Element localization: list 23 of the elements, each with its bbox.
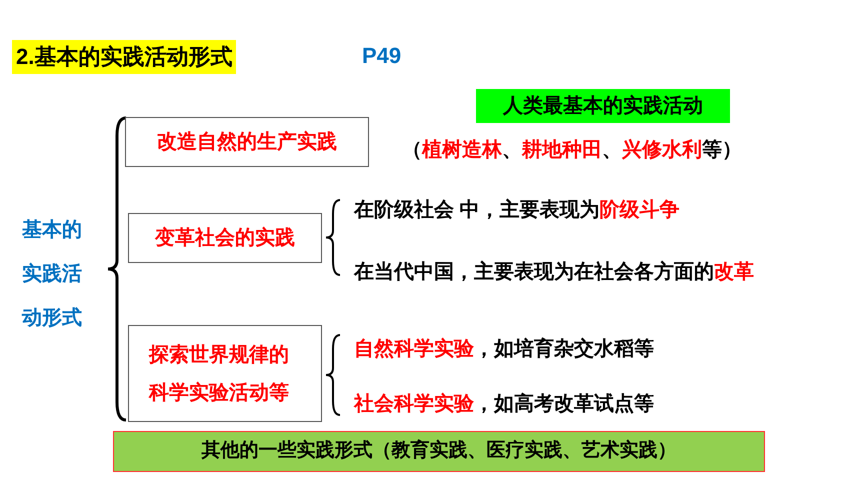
description-text: ，如高考改革试点等 (474, 393, 654, 415)
process-box: 改造自然的生产实践 (125, 117, 369, 167)
process-box: 探索世界规律的科学实验活动等 (128, 325, 322, 422)
highlighted-term: 兴修水利 (622, 139, 702, 161)
example-note: 、 (602, 139, 622, 161)
description-text: 在当代中国，主要表现为在社会各方面的 (354, 261, 714, 283)
highlighted-term: 阶级斗争 (600, 199, 680, 221)
highlighted-term: 耕地种田 (522, 139, 602, 161)
highlighted-term: 社会科学实验 (354, 393, 474, 415)
footer-band: 其他的一些实践形式（教育实践、医疗实践、艺术实践） (113, 431, 765, 472)
process-box: 变革社会的实践 (128, 213, 322, 263)
category-label: 基本的实践活动形式 (22, 218, 83, 331)
example-note: （ (402, 139, 422, 161)
example-note: 、 (502, 139, 522, 161)
highlighted-term: 改革 (714, 261, 754, 283)
highlighted-term: 自然科学实验 (354, 338, 474, 360)
highlight-box: 人类最基本的实践活动 (476, 89, 730, 123)
page-reference: P49 (362, 42, 402, 70)
example-note: 等） (702, 139, 742, 161)
description-text: 在阶级社会 中，主要表现为 (354, 199, 600, 221)
title: 2.基本的实践活动形式 (12, 40, 236, 74)
description-text: ，如培育杂交水稻等 (474, 338, 654, 360)
highlighted-term: 植树造林 (422, 139, 502, 161)
